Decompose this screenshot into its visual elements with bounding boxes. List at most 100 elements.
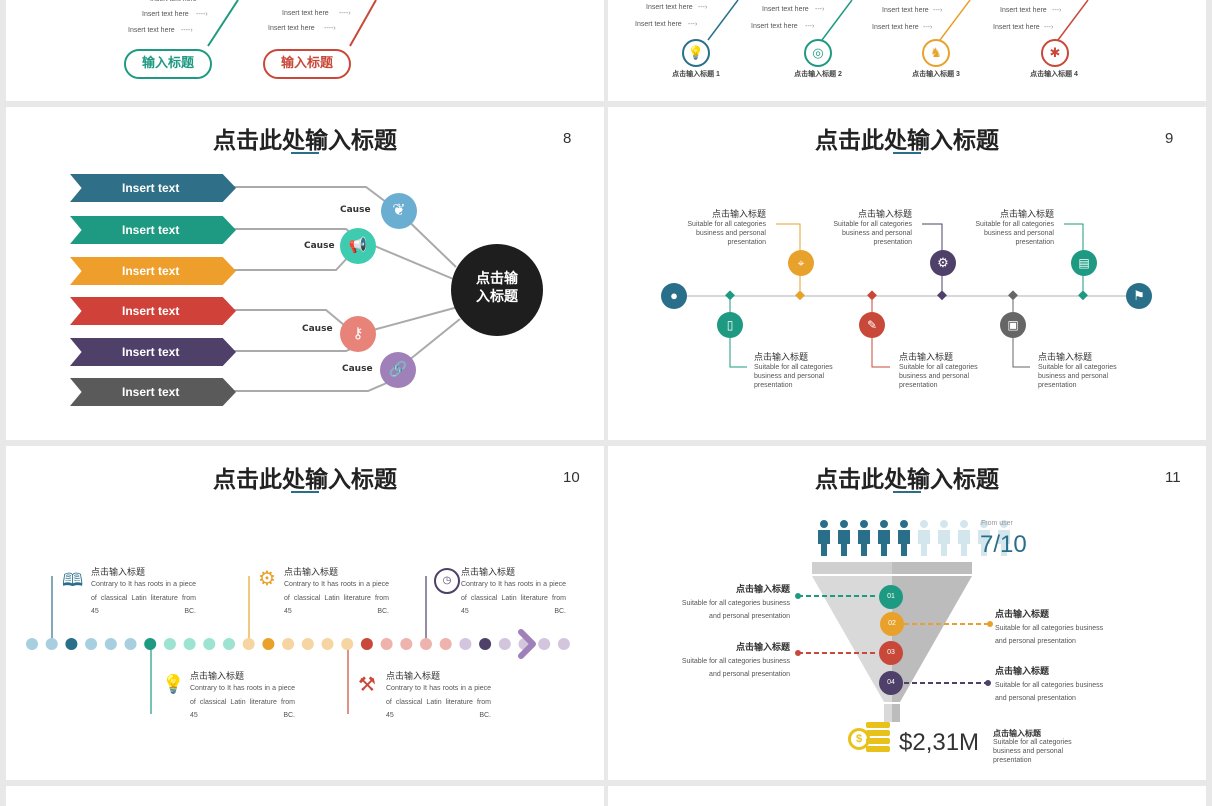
user-figure xyxy=(958,520,970,556)
timeline-dot xyxy=(203,638,216,650)
info-text: Suitable for all categories business and… xyxy=(993,739,1072,764)
slide-10[interactable]: 点击此处输入标题 10 🕮 ⚙ ◷ 💡 ⚒ 点击输入标题 Contrary to… xyxy=(6,446,604,780)
cause-label: Cause xyxy=(302,324,333,334)
document-icon: ▯ xyxy=(717,312,743,338)
user-figure xyxy=(838,520,850,556)
timeline-dot xyxy=(400,638,413,650)
slide-number: 10 xyxy=(563,469,580,486)
slide-title: 点击此处输入标题 xyxy=(815,128,999,154)
slide-number: 11 xyxy=(1165,469,1181,486)
slide-9[interactable]: 点击此处输入标题 9 ● ⚑ ⌖ ⚙ ▤ ▯ ✎ ▣ 点击输入标题 Suitab… xyxy=(608,107,1206,440)
timeline-dot xyxy=(85,638,98,650)
timeline-dot xyxy=(557,638,570,650)
gauge-icon: ◷ xyxy=(434,568,460,594)
cause-label: Cause xyxy=(342,364,373,374)
step-circle: 01 xyxy=(879,585,903,609)
slide-11[interactable]: 点击此处输入标题 11 01 02 03 04 From user 7/10 点… xyxy=(608,446,1206,780)
info-title: 点击输入标题 xyxy=(735,585,790,595)
slide-8[interactable]: 点击此处输入标题 8 Insert text Insert text Inser… xyxy=(6,107,604,440)
insert-text-arrow[interactable]: Insert text xyxy=(70,216,236,244)
item-label: 点击输入标题 3 xyxy=(912,71,960,78)
timeline-dot xyxy=(124,638,137,650)
bug-icon: ✱ xyxy=(1041,39,1069,67)
target-icon: ◎ xyxy=(804,39,832,67)
step-circle: 03 xyxy=(879,641,903,665)
from-user-label: From user xyxy=(981,520,1013,527)
center-circle[interactable] xyxy=(451,244,543,336)
timeline-dot xyxy=(459,638,472,650)
user-figure xyxy=(818,520,830,556)
row-text: Insert text here xyxy=(872,24,919,31)
row-text: Insert text here xyxy=(635,21,682,28)
info-text: Contrary to It has roots in a piece of c… xyxy=(190,685,295,719)
ratio-value: 7/10 xyxy=(980,531,1027,558)
dashed-arrow: ----› xyxy=(339,10,351,17)
timeline-dot xyxy=(242,638,255,650)
timeline-dot xyxy=(439,638,452,650)
info-block: 点击输入标题 Contrary to It has roots in a pie… xyxy=(190,673,295,723)
timeline-dot xyxy=(360,638,373,650)
timeline-dot xyxy=(341,638,354,650)
link-icon: 🔗 xyxy=(380,352,416,388)
timeline-dot xyxy=(498,638,511,650)
timeline-dot xyxy=(301,638,314,650)
row-text: Insert text here xyxy=(128,27,175,34)
timeline-dot xyxy=(183,638,196,650)
insert-text-arrow[interactable]: Insert text xyxy=(70,378,236,406)
info-title: 点击输入标题 xyxy=(899,353,954,363)
slide-number: 8 xyxy=(563,130,572,147)
title-pill-red[interactable]: 输入标题 xyxy=(263,49,351,79)
item-label: 点击输入标题 2 xyxy=(794,71,842,78)
info-title: 点击输入标题 xyxy=(190,672,245,682)
user-figure xyxy=(938,520,950,556)
user-figure xyxy=(998,520,1010,556)
timeline-dot xyxy=(223,638,235,650)
user-figure xyxy=(978,520,990,556)
info-text: Suitable for all categories business and… xyxy=(1038,364,1117,389)
timeline-dot xyxy=(479,638,492,650)
slide-top-left[interactable]: Insert text here Insert text here ----› … xyxy=(6,0,604,101)
key-icon: ⚷ xyxy=(340,316,376,352)
info-title: 点击输入标题 xyxy=(284,568,339,578)
gears-icon: ⚙ xyxy=(930,250,956,276)
timeline-dot xyxy=(144,638,157,650)
step-circle: 04 xyxy=(879,671,903,695)
gear-icon: ⚙ xyxy=(258,568,276,590)
timeline-lines xyxy=(686,223,1128,368)
dashed-arrow: ----› xyxy=(181,27,193,34)
info-block: 点击输入标题 Suitable for all categories busin… xyxy=(993,729,1075,765)
user-figure xyxy=(898,520,910,556)
row-text: Insert text here xyxy=(993,24,1040,31)
info-title: 点击输入标题 xyxy=(993,729,1041,738)
insert-text-arrow[interactable]: Insert text xyxy=(70,174,236,202)
info-text: Suitable for all categories business and… xyxy=(681,658,790,678)
insert-text-arrow[interactable]: Insert text xyxy=(70,297,236,325)
item-label: 点击输入标题 4 xyxy=(1030,71,1078,78)
slide-title: 点击此处输入标题 xyxy=(213,128,397,154)
info-title: 点击输入标题 xyxy=(711,210,766,220)
info-block: 点击输入标题 Contrary to It has roots in a pie… xyxy=(91,569,196,619)
step-circle: 02 xyxy=(880,612,904,636)
info-text: Suitable for all categories business and… xyxy=(681,600,790,620)
info-text: Suitable for all categories business and… xyxy=(687,221,766,246)
lightbulb-icon: 💡 xyxy=(682,39,710,67)
flag-icon: ⚑ xyxy=(1126,283,1152,309)
title-pill-green[interactable]: 输入标题 xyxy=(124,49,212,79)
connector-lines xyxy=(707,0,1089,41)
info-block: 点击输入标题 Suitable for all categories busin… xyxy=(1038,354,1128,390)
timeline-dot xyxy=(420,638,432,650)
info-text: Suitable for all categories business and… xyxy=(995,682,1104,702)
timeline-dot xyxy=(65,638,78,650)
insert-text-arrow[interactable]: Insert text xyxy=(70,338,236,366)
timeline-dot xyxy=(45,638,58,650)
slide-top-right[interactable]: Insert text here ---› Insert text here -… xyxy=(608,0,1206,101)
insert-text-arrow[interactable]: Insert text xyxy=(70,257,236,285)
info-title: 点击输入标题 xyxy=(995,610,1050,620)
info-block: 点击输入标题 Suitable for all categories busin… xyxy=(824,211,912,247)
pencil-icon: ✎ xyxy=(859,312,885,338)
info-text: Contrary to It has roots in a piece of c… xyxy=(386,685,491,719)
info-block: 点击输入标题 Suitable for all categories busin… xyxy=(670,642,790,681)
info-text: Suitable for all categories business and… xyxy=(754,364,833,389)
money-value: $2,31M xyxy=(899,729,980,756)
megaphone-icon: 📢 xyxy=(340,228,376,264)
